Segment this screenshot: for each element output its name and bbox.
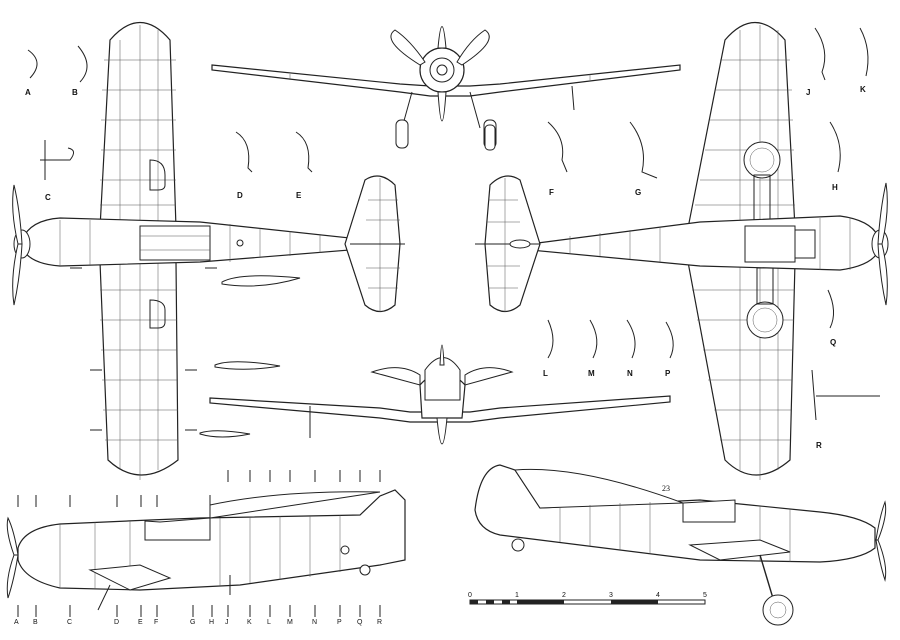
front-view-top bbox=[211, 26, 681, 149]
station-label-k: K bbox=[247, 619, 252, 626]
station-label-m: M bbox=[287, 619, 293, 626]
section-label-r: R bbox=[816, 441, 822, 450]
section-label-j: J bbox=[806, 88, 810, 97]
right-side-fuselage bbox=[474, 464, 876, 563]
section-label-g: G bbox=[635, 188, 641, 197]
station-label-f: F bbox=[154, 619, 158, 626]
station-ticks bbox=[17, 267, 381, 617]
section-label-a: A bbox=[25, 88, 31, 97]
section-label-f: F bbox=[549, 188, 554, 197]
section-label-b: B bbox=[72, 88, 78, 97]
station-label-q: Q bbox=[357, 619, 363, 626]
section-label-k: K bbox=[860, 85, 866, 94]
station-label-n: N bbox=[312, 619, 317, 626]
station-label-p: P bbox=[337, 619, 342, 626]
scale-tick-5: 5 bbox=[703, 592, 707, 599]
station-label-g: G bbox=[190, 619, 195, 626]
section-label-c: C bbox=[45, 193, 51, 202]
side-view-left bbox=[6, 489, 406, 611]
section-label-e: E bbox=[296, 191, 302, 200]
scale-tick-0: 0 bbox=[468, 592, 472, 599]
station-label-r: R bbox=[377, 619, 382, 626]
section-label-p: P bbox=[665, 369, 671, 378]
station-label-h: H bbox=[209, 619, 214, 626]
station-label-j: J bbox=[225, 619, 229, 626]
section-label-l: L bbox=[543, 369, 548, 378]
station-label-b: B bbox=[33, 619, 38, 626]
scale-tick-2: 2 bbox=[562, 592, 566, 599]
top-view-left bbox=[12, 21, 405, 480]
station-label-c: C bbox=[67, 619, 72, 626]
station-label-a: A bbox=[14, 619, 19, 626]
station-label-e: E bbox=[138, 619, 143, 626]
scale-tick-3: 3 bbox=[609, 592, 613, 599]
scale-tick-4: 4 bbox=[656, 592, 660, 599]
right-bottom-fuselage bbox=[529, 215, 879, 271]
side-view-right bbox=[474, 464, 887, 626]
station-label-l: L bbox=[267, 619, 271, 626]
scale-bar: 0 1 2 3 4 5 bbox=[468, 592, 707, 605]
section-label-q: Q bbox=[830, 338, 836, 347]
section-labels-left-group: A B C D E F G H J K L M N P Q R bbox=[25, 85, 866, 450]
page-number: 23 bbox=[662, 484, 670, 493]
section-label-n: N bbox=[627, 369, 633, 378]
bottom-station-labels: A B C D E F G H J K L M N P Q R bbox=[14, 619, 382, 626]
bottom-view-right bbox=[475, 21, 889, 480]
section-label-m: M bbox=[588, 369, 595, 378]
front-view-middle bbox=[209, 344, 671, 445]
airfoil-sections bbox=[27, 27, 880, 438]
station-label-d: D bbox=[114, 619, 119, 626]
scale-tick-1: 1 bbox=[515, 592, 519, 599]
section-label-h: H bbox=[832, 183, 838, 192]
section-label-d: D bbox=[237, 191, 243, 200]
left-side-fuselage bbox=[17, 489, 406, 591]
